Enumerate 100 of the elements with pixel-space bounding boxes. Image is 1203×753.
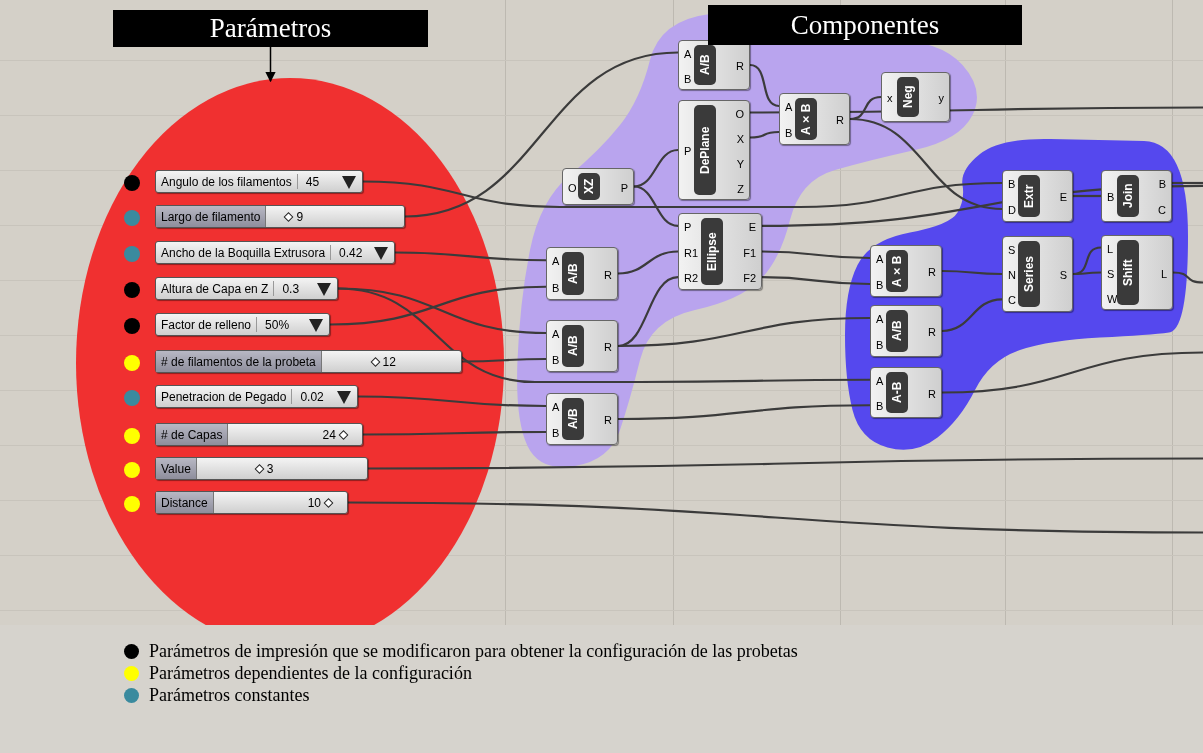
parameter-label: # de Capas: [156, 424, 229, 445]
wire: [368, 457, 1203, 470]
selected-value: 0.02: [299, 388, 325, 406]
port-label: R2: [684, 272, 699, 285]
wire: [462, 357, 546, 363]
component-box: [546, 320, 618, 372]
wire: [1073, 194, 1101, 198]
wire: [942, 269, 1002, 276]
port-label: A: [876, 313, 884, 325]
component-box: [678, 40, 750, 90]
port-label: y: [938, 92, 944, 104]
component-box: [870, 367, 942, 418]
port-label: B: [1107, 191, 1115, 203]
port-label: P: [684, 145, 692, 157]
component-name: XZ: [578, 173, 600, 200]
port-label: A: [552, 328, 560, 340]
port-label: R: [836, 114, 844, 126]
slider-value: 9: [296, 209, 304, 224]
port-label: S: [1008, 243, 1016, 256]
port-label: E: [1059, 191, 1067, 203]
component-name: Extr: [1018, 175, 1040, 217]
port-label: A: [552, 401, 560, 413]
slider-value: 24: [322, 427, 336, 442]
parameter-label: # de filamentos de la probeta: [156, 351, 322, 372]
component-name: A/B: [562, 325, 584, 367]
port-label: B: [552, 427, 560, 439]
port-label: R: [604, 341, 612, 353]
wire: [337, 287, 870, 384]
wire: [395, 251, 546, 262]
port-label: D: [1008, 204, 1016, 216]
port-label: F2: [743, 272, 756, 285]
port-label: Z: [737, 182, 744, 195]
parameter-label: Altura de Capa en Z: [160, 280, 270, 298]
port-label: R: [928, 326, 936, 338]
component-box: [678, 213, 762, 290]
parameter-label: Distance: [156, 492, 214, 513]
port-label: B: [876, 279, 884, 291]
port-label: R: [928, 387, 936, 400]
component-box: [779, 93, 850, 145]
port-label: R: [928, 266, 936, 278]
wire: [617, 250, 679, 275]
port-label: L: [1107, 242, 1114, 255]
port-label: S: [1107, 267, 1115, 280]
component-box: [881, 72, 950, 122]
selected-value: 0.42: [338, 244, 364, 262]
port-label: B: [552, 354, 560, 366]
port-label: B: [1158, 178, 1166, 190]
port-label: A: [876, 374, 884, 387]
parameter-label: Angulo de los filamentos: [160, 173, 293, 191]
port-label: x: [887, 92, 893, 104]
port-label: F1: [743, 246, 756, 259]
parameter-label: Largo de filamento: [156, 206, 267, 227]
port-label: B: [1008, 178, 1016, 190]
selected-value: 0.3: [281, 280, 301, 298]
component-name: A/B: [886, 310, 908, 352]
port-label: R: [604, 414, 612, 426]
wire: [329, 285, 547, 326]
port-label: C: [1158, 204, 1166, 216]
port-label: P: [620, 181, 628, 194]
slider-value: 12: [382, 354, 396, 369]
port-label: B: [684, 72, 692, 85]
parameter-label: Ancho de la Boquilla Extrusora: [160, 244, 327, 262]
wire: [363, 430, 546, 436]
component-box: [1101, 170, 1172, 222]
component-box: [1002, 170, 1073, 222]
port-label: R: [736, 60, 744, 72]
wire: [1172, 181, 1203, 185]
component-box: [546, 393, 618, 445]
component-name: A-B: [886, 372, 908, 413]
wire: [618, 404, 870, 421]
parameter-label: Factor de relleno: [160, 316, 253, 334]
wire: [941, 298, 1003, 333]
wire: [633, 148, 679, 188]
component-box: [546, 247, 618, 300]
port-label: B: [785, 127, 793, 139]
parameter-label: Value: [156, 458, 197, 479]
port-label: B: [876, 339, 884, 351]
port-label: A: [785, 101, 793, 113]
component-name: A/B: [562, 398, 584, 440]
component-box: [870, 245, 942, 297]
component-name: Neg: [897, 77, 919, 117]
wire: [762, 184, 1203, 227]
wire: [762, 276, 870, 286]
port-label: R1: [684, 246, 699, 259]
selected-value: 50%: [264, 316, 291, 334]
port-label: R: [604, 268, 612, 281]
port-label: S: [1059, 269, 1067, 281]
port-label: B: [552, 281, 560, 294]
port-label: B: [876, 400, 884, 413]
legend-text: Parámetros constantes: [149, 684, 310, 706]
port-label: A: [552, 255, 560, 268]
component-name: Shift: [1117, 240, 1139, 305]
component-name: Join: [1117, 175, 1139, 217]
component-name: A×B: [886, 250, 908, 292]
wire: [1172, 271, 1203, 284]
slider-value: 3: [266, 461, 274, 476]
port-label: E: [748, 220, 756, 233]
component-box: [562, 168, 634, 205]
component-name: A/B: [694, 45, 716, 85]
heading-banner: Componentes: [708, 5, 1022, 45]
